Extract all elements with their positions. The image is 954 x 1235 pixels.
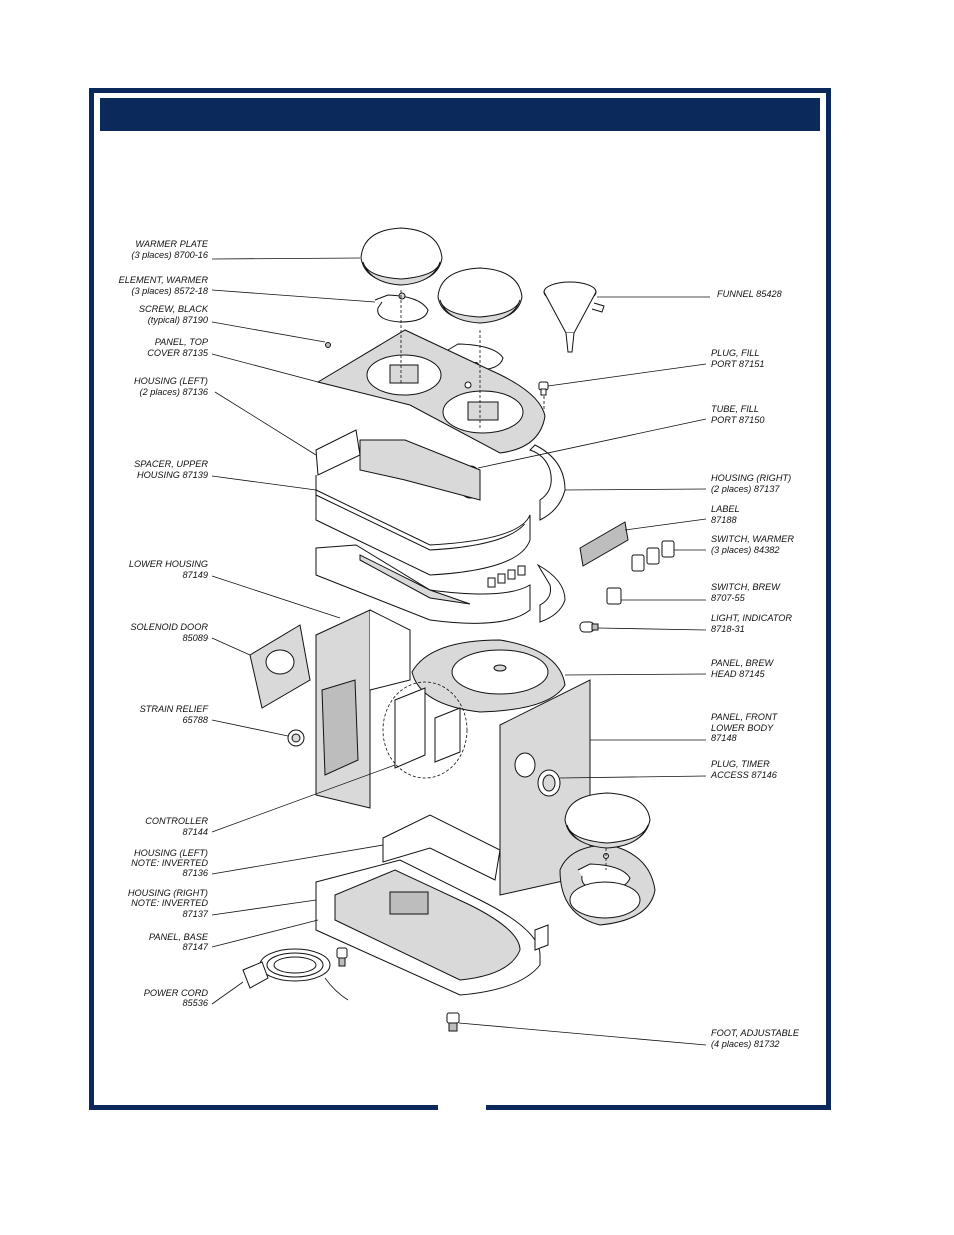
warmer-switches-drawing [631,540,675,572]
solenoid-door-label-2: 85089 [182,633,208,643]
funnel-label-1: FUNNEL 85428 [717,289,783,299]
foot-adjustable-label-1: FOOT, ADJUSTABLE [711,1028,800,1038]
warmer-plate-label-1: WARMER PLATE [135,239,209,249]
panel-brew-head-label-1: PANEL, BREW [711,658,774,668]
leader-lines [211,257,710,1046]
element-warmer-label-1: ELEMENT, WARMER [119,275,209,285]
indicator-light-drawing [579,621,599,633]
housing-right-label-2: (2 places) 87137 [711,484,780,494]
brew-head-panel-drawing [411,639,566,713]
foot-adjustable-label-2: (4 places) 81732 [711,1039,779,1049]
screw-black-label-2: (typical) 87190 [148,315,209,325]
strain-relief-drawing [287,729,305,747]
spacer-upper-housing-drawing [315,544,566,624]
label-label-1: LABEL [711,504,740,514]
top-cover-drawing [316,329,546,454]
panel-top-cover-label-1: PANEL, TOP [155,337,209,347]
plug-fill-port-drawing [538,381,549,396]
strain-relief-label-2: 65788 [182,715,208,725]
warmer-plate-drawing [360,227,443,286]
element-warmer-label-2: (3 places) 8572-18 [131,286,208,296]
spacer-upper-housing-label-2: HOUSING 87139 [137,470,208,480]
lower-housing-drawing [315,609,411,809]
plug-timer-access-label-1: PLUG, TIMER [711,759,770,769]
housing-right-inverted-label-1: HOUSING (RIGHT) [128,888,208,898]
panel-base-label-1: PANEL, BASE [149,932,209,942]
plug-fill-port-label-2: PORT 87151 [711,359,764,369]
label-drawing [579,521,629,567]
tube-fill-port-label-1: TUBE, FILL [711,404,759,414]
panel-brew-head-label-2: HEAD 87145 [711,669,766,679]
housing-left-inverted-label-1: HOUSING (LEFT) [134,848,208,858]
lower-housing-label-1: LOWER HOUSING [129,559,208,569]
warmer-element-drawing [374,292,429,323]
housing-right-inverted-label-2: NOTE: INVERTED [131,898,208,908]
lower-housing-label-2: 87149 [182,570,208,580]
light-indicator-label-1: LIGHT, INDICATOR [711,613,792,623]
housing-right-label-1: HOUSING (RIGHT) [711,473,791,483]
label-label-2: 87188 [711,515,737,525]
screw-drawing [325,342,331,348]
switch-brew-label-1: SWITCH, BREW [711,582,781,592]
plug-timer-access-label-2: ACCESS 87146 [710,770,778,780]
controller-drawing [382,681,468,779]
switch-brew-label-2: 8707-55 [711,593,746,603]
switch-warmer-label-2: (3 places) 84382 [711,545,779,555]
solenoid-door-label-1: SOLENOID DOOR [130,622,208,632]
tube-fill-port-label-2: PORT 87150 [711,415,765,425]
labels-left: WARMER PLATE (3 places) 8700-16 ELEMENT,… [119,239,210,1008]
base-assembly-drawing [315,859,549,996]
warmer-plate-drawing-3 [564,792,651,849]
housing-left-inverted-label-2: NOTE: INVERTED [131,858,208,868]
strain-relief-label-1: STRAIN RELIEF [140,704,210,714]
housing-right-inverted-label-3: 87137 [182,909,208,919]
power-cord-label-2: 85536 [182,998,208,1008]
controller-label-1: CONTROLLER [145,816,208,826]
housing-left-label-2: (2 places) 87136 [140,387,209,397]
light-indicator-label-2: 8718-31 [711,624,745,634]
upper-housing-drawing [315,429,566,588]
panel-front-lower-body-label-1: PANEL, FRONT [711,712,779,722]
warmer-plate-drawing-2 [437,267,523,324]
controller-label-2: 87144 [182,827,208,837]
housing-left-label-1: HOUSING (LEFT) [134,376,208,386]
panel-front-lower-body-label-3: 87148 [711,733,737,743]
solenoid-door-drawing [249,624,311,709]
labels-right: FUNNEL 85428 PLUG, FILL PORT 87151 TUBE,… [710,289,800,1049]
brew-switch-drawing [606,587,622,605]
funnel-drawing [543,281,605,353]
housing-left-inverted-label-3: 87136 [182,868,208,878]
screw-black-label-1: SCREW, BLACK [139,304,209,314]
adjustable-foot-drawing [336,947,460,1032]
warmer-plate-label-2: (3 places) 8700-16 [131,250,208,260]
frame-bottom-gap [438,1100,486,1112]
lower-warmer-recess [569,881,641,919]
panel-front-lower-body-label-2: LOWER BODY [711,723,774,733]
plug-fill-port-label-1: PLUG, FILL [711,348,760,358]
switch-warmer-label-1: SWITCH, WARMER [711,534,794,544]
panel-base-label-2: 87147 [182,942,208,952]
panel-top-cover-label-2: COVER 87135 [147,348,209,358]
power-cord-drawing [242,948,349,1001]
power-cord-label-1: POWER CORD [144,988,209,998]
housing-left-inverted-drawing [382,814,501,881]
timer-access-plug-drawing [537,769,561,797]
title-bar [100,98,820,131]
spacer-upper-housing-label-1: SPACER, UPPER [134,459,208,469]
